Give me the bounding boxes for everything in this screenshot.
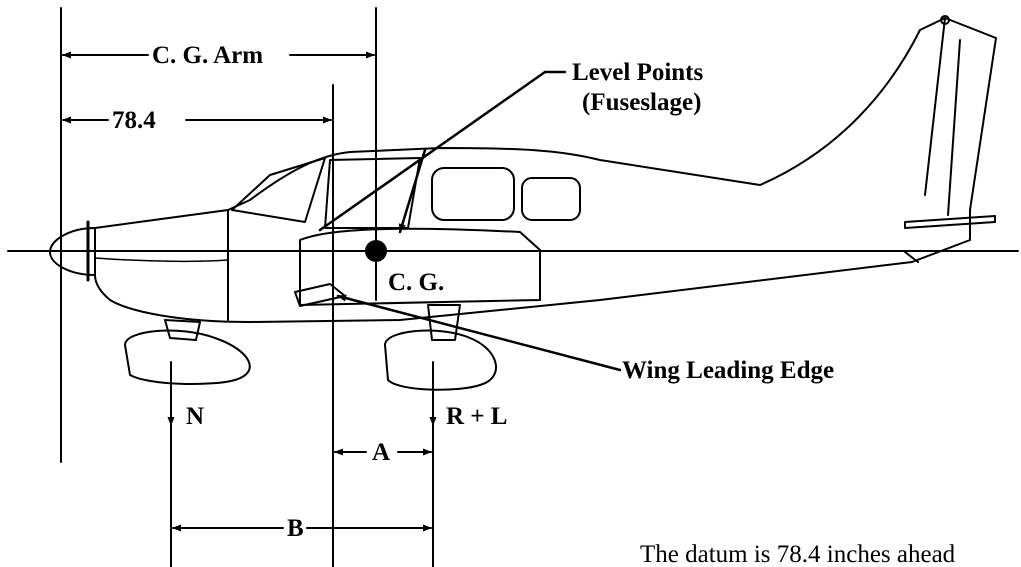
vertical-tail [924,17,961,216]
main-gear-fairing [384,329,497,391]
level-points-label-line1: Level Points [572,59,704,86]
dim-b-label: B [287,515,304,542]
main-gear-strut [427,304,461,341]
cg-label: C. G. [388,269,444,296]
level-points-label-line2: (Fuseslage) [582,89,701,116]
level-points-leader [318,70,567,232]
wing-leading-edge-label: Wing Leading Edge [622,357,834,384]
fuselage-outline [94,17,997,323]
nose-gear-strut [164,319,201,341]
cg-symbol [365,240,387,262]
callouts: Level Points (Fuseslage) C. G. Wing Lead… [318,59,834,384]
level-points-leader-2 [398,148,427,234]
main-wheels-label: R + L [446,403,507,430]
wing-root [299,227,541,306]
wing-leading-edge-leader [336,294,622,372]
dimensions: C. G. Arm 78.4 A B [62,42,432,542]
cowl-seam [94,257,229,263]
cg-arm-label: C. G. Arm [152,42,263,69]
tail-beacon [940,15,950,25]
dim-a-label: A [372,439,390,466]
propeller-spinner [49,227,96,276]
caption-line1: The datum is 78.4 inches ahead [640,541,956,567]
airplane-illustration [49,15,997,391]
reference-lines [7,7,1019,567]
stabilator [904,215,996,229]
cabin-window-rear [521,177,581,221]
tail-skid [904,251,919,263]
arm-value-label: 78.4 [112,107,156,134]
cabin-window-mid [431,167,515,221]
windshield [231,157,326,223]
nose-wheel-label: N [186,403,204,430]
wheel-loads: N R + L [167,361,507,430]
